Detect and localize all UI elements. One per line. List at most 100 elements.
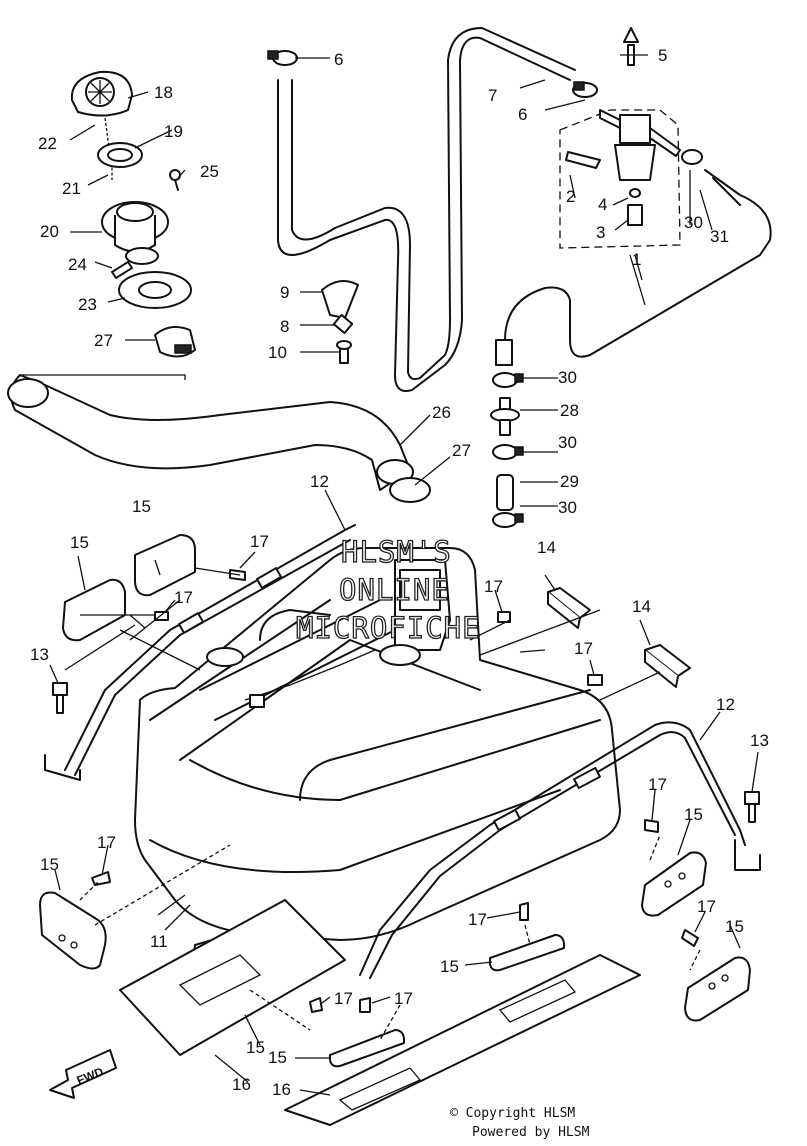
fwd-arrow-icon: FWD <box>49 1049 117 1099</box>
callout-28: 28 <box>560 401 579 420</box>
bolt-13-left[interactable] <box>52 682 68 714</box>
callout-24: 24 <box>68 255 87 274</box>
filter-group-outline <box>559 109 681 249</box>
tank-strap-rear[interactable] <box>359 721 761 979</box>
callout-30-b: 30 <box>558 433 577 452</box>
fuel-sender-unit[interactable] <box>206 559 451 708</box>
tank-strap-front[interactable] <box>44 524 356 781</box>
pad-15-left-a[interactable] <box>62 578 126 642</box>
callout-17-c: 17 <box>484 577 503 596</box>
hose-29[interactable] <box>496 474 514 511</box>
pad-15-left-c[interactable] <box>39 891 107 970</box>
callout-13-left: 13 <box>30 645 49 664</box>
filler-neck-flange[interactable] <box>101 201 169 265</box>
hose-section[interactable] <box>495 339 513 366</box>
filler-cap[interactable] <box>70 70 133 117</box>
pad-15-bottom-b[interactable] <box>488 934 566 972</box>
callout-15-a: 15 <box>132 497 151 516</box>
callout-6-right: 6 <box>518 105 527 124</box>
bracket-9[interactable] <box>321 280 359 319</box>
callout-1: 1 <box>632 250 641 269</box>
leader-lines <box>20 54 759 1096</box>
filler-hose[interactable] <box>7 374 414 491</box>
callout-25: 25 <box>200 162 219 181</box>
vent-hose-6[interactable] <box>277 27 576 392</box>
callout-14-lower: 14 <box>632 597 651 616</box>
callout-17-i: 17 <box>334 989 353 1008</box>
pad-15-right-a[interactable] <box>641 851 707 917</box>
callout-10: 10 <box>268 343 287 362</box>
watermark-line-1: HLSM'S <box>341 535 452 569</box>
bolt-10[interactable] <box>336 340 352 364</box>
callout-17-j: 17 <box>394 989 413 1008</box>
pad-15-left-b[interactable] <box>134 534 196 597</box>
filler-chain <box>104 117 113 180</box>
callout-14-upper: 14 <box>537 538 556 557</box>
callout-31: 31 <box>710 227 729 246</box>
hose-clamp-27-lower[interactable] <box>389 477 431 503</box>
callout-15-c: 15 <box>40 855 59 874</box>
callout-21: 21 <box>62 179 81 198</box>
callout-17-d: 17 <box>574 639 593 658</box>
callout-22: 22 <box>38 134 57 153</box>
holder-8[interactable] <box>332 313 354 335</box>
callout-8: 8 <box>280 317 289 336</box>
callout-17-h: 17 <box>697 897 716 916</box>
callout-15-g: 15 <box>246 1038 265 1057</box>
rivet-24[interactable] <box>111 261 133 279</box>
copyright-text: © Copyright HLSM <box>450 1106 576 1121</box>
clamp-30-1[interactable] <box>492 372 524 388</box>
check-valve-28[interactable] <box>490 397 520 436</box>
powered-by-text: Powered by HLSM <box>472 1125 590 1140</box>
clamp-6-right[interactable] <box>572 81 598 98</box>
callout-7: 7 <box>488 86 497 105</box>
callout-12-front: 12 <box>310 472 329 491</box>
bolt-13-right[interactable] <box>744 791 760 823</box>
callout-17-b: 17 <box>174 588 193 607</box>
callout-20: 20 <box>40 222 59 241</box>
callout-11: 11 <box>150 932 168 951</box>
callout-5: 5 <box>658 46 667 65</box>
flange-gasket[interactable] <box>118 271 192 309</box>
clamp-6-top[interactable] <box>267 50 298 66</box>
fuel-tank[interactable] <box>134 547 621 941</box>
gasket-19[interactable] <box>97 142 143 168</box>
callout-labels: 1 2 3 4 5 6 6 7 8 9 10 11 12 12 13 13 14… <box>30 46 769 1099</box>
callout-26: 26 <box>432 403 451 422</box>
callout-29: 29 <box>560 472 579 491</box>
base-plate-16-left[interactable] <box>119 899 346 1056</box>
callout-17-a: 17 <box>250 532 269 551</box>
callout-15-e: 15 <box>725 917 744 936</box>
pad-15-right-b[interactable] <box>684 956 751 1022</box>
callout-30-c: 30 <box>558 498 577 517</box>
callout-17-e: 17 <box>648 775 667 794</box>
hose-31[interactable] <box>504 169 772 361</box>
pad-15-bottom-c[interactable] <box>328 1029 406 1068</box>
callout-3: 3 <box>596 223 605 242</box>
base-plate-16-right[interactable] <box>284 954 641 1126</box>
callout-27-top: 27 <box>94 331 113 350</box>
callout-4: 4 <box>598 195 607 214</box>
callout-9: 9 <box>280 283 289 302</box>
clamp-30-top[interactable] <box>681 149 703 165</box>
callout-27-lower: 27 <box>452 441 471 460</box>
callout-23: 23 <box>78 295 97 314</box>
callout-30-a: 30 <box>558 368 577 387</box>
bracket-14-lower[interactable] <box>644 644 691 688</box>
callout-15-d: 15 <box>684 805 703 824</box>
clamp-30-2[interactable] <box>492 444 524 460</box>
clamp-30-3[interactable] <box>492 512 524 528</box>
callout-12-rear: 12 <box>716 695 735 714</box>
watermark-line-2: ONLINE <box>339 573 450 607</box>
callout-6-top: 6 <box>334 50 343 69</box>
hose-clamp-27-top[interactable] <box>154 325 196 358</box>
callout-18: 18 <box>154 83 173 102</box>
callout-19: 19 <box>164 122 183 141</box>
screw-25[interactable] <box>169 169 181 191</box>
callout-17-f: 17 <box>97 833 116 852</box>
bracket-14-upper[interactable] <box>547 587 591 629</box>
callout-16-right: 16 <box>272 1080 291 1099</box>
callout-17-g: 17 <box>468 910 487 929</box>
callout-15-b: 15 <box>70 533 89 552</box>
